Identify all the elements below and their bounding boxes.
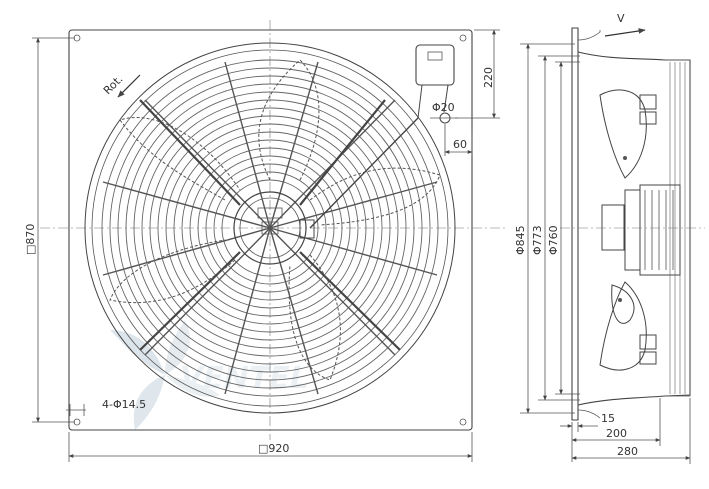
airflow-arrow: V	[604, 12, 646, 37]
dimension-dia1: Φ845	[514, 43, 575, 414]
side-motor	[601, 184, 681, 276]
hole-callout: 4-Φ14.5	[66, 398, 146, 416]
watermark-text: VENTEL	[180, 361, 309, 396]
side-brackets	[639, 94, 657, 365]
dimension-box-top: 220	[455, 29, 500, 119]
dimension-depth3: 280	[571, 398, 691, 464]
terminal-box	[309, 44, 455, 229]
airflow-label: V	[617, 12, 625, 25]
dimension-depth2: 200	[571, 398, 661, 446]
width-label: □920	[258, 442, 289, 455]
motor-hub	[233, 191, 315, 265]
dia1-label: Φ845	[514, 225, 527, 255]
depth2-label: 200	[606, 427, 627, 440]
box-offset-label: 60	[453, 138, 467, 151]
side-blades	[599, 89, 647, 371]
dia3-label: Φ760	[547, 225, 560, 255]
fan-guard	[101, 59, 439, 397]
mounting-hole	[459, 418, 467, 426]
dia2-label: Φ773	[531, 225, 544, 255]
dimension-dia2: Φ773	[531, 55, 580, 401]
watermark: VENTEL	[110, 320, 309, 430]
dimension-width: □920	[68, 432, 473, 462]
depth3-label: 280	[617, 445, 638, 458]
rotation-arrow: Rot.	[101, 73, 141, 98]
box-hole-label: Φ20	[432, 101, 455, 114]
dimension-box-hole: Φ20	[430, 101, 458, 119]
dimension-box-offset: 60	[444, 124, 473, 156]
height-label: □870	[24, 224, 37, 255]
inlet-ring	[84, 42, 456, 414]
impeller-blades	[109, 59, 441, 381]
depth1-label: 15	[601, 412, 615, 425]
dimension-height: □870	[24, 37, 75, 423]
mounting-hole	[459, 34, 467, 42]
dimension-dia3: Φ760	[547, 61, 580, 395]
front-view: Rot. □920 □870 4-Φ14.5 220	[24, 20, 505, 462]
hole-label: 4-Φ14.5	[102, 398, 146, 411]
dimension-depth1: 15	[560, 412, 615, 462]
side-view: V Φ845 Φ773 Φ760 15	[514, 12, 705, 464]
box-top-label: 220	[482, 67, 495, 88]
mounting-plate	[68, 29, 473, 431]
